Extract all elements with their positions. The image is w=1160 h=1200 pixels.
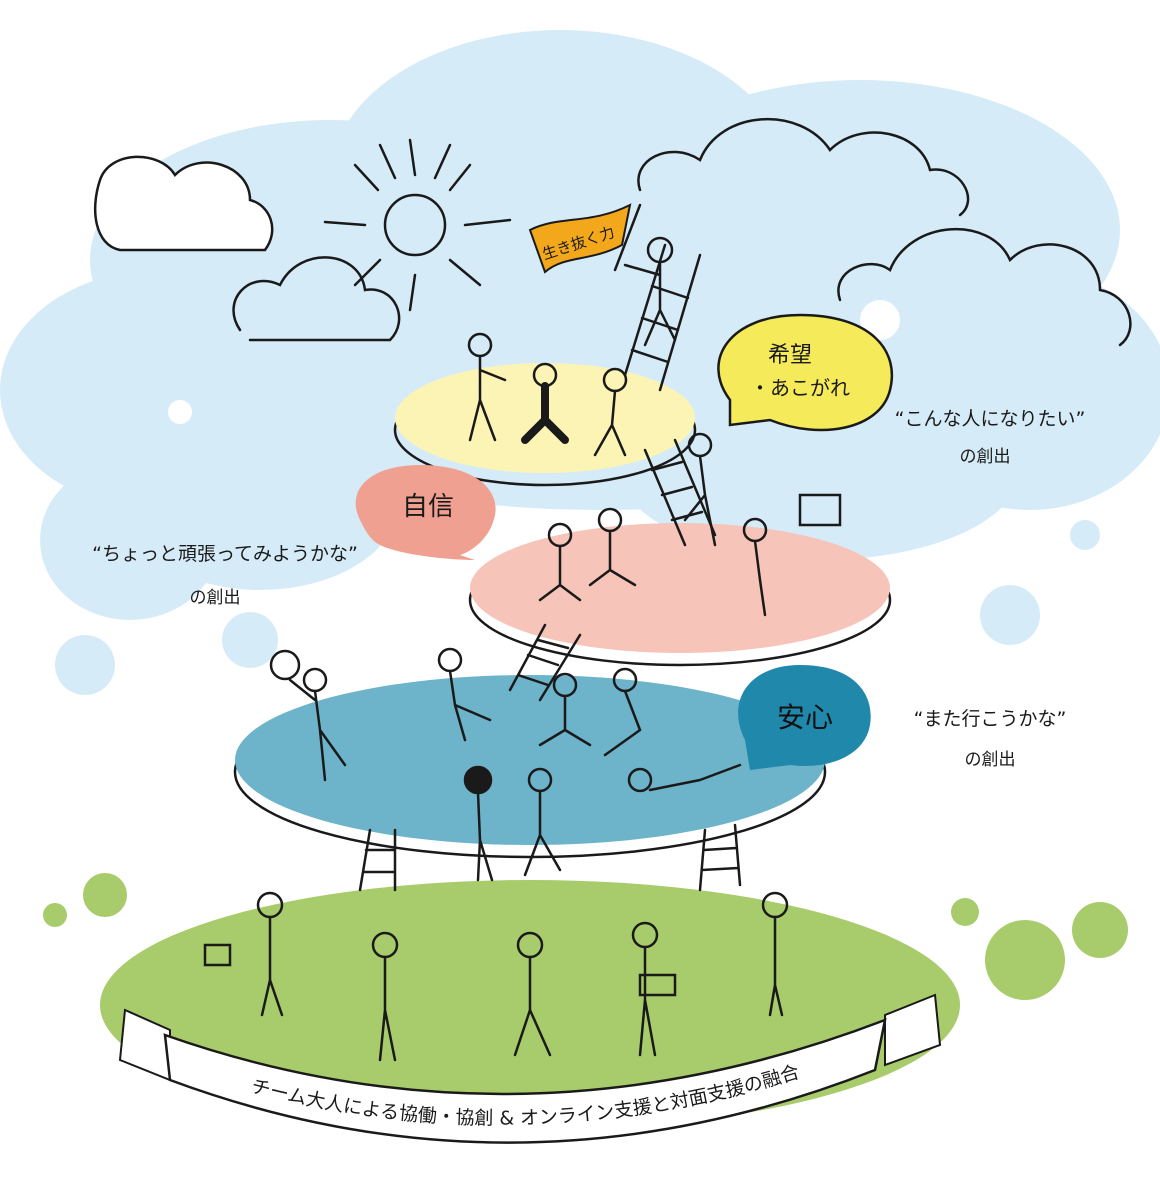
bubble-jishin-label: 自信 bbox=[402, 492, 454, 522]
person bbox=[683, 432, 717, 547]
cloud-left bbox=[93, 155, 401, 342]
bubble-kibou-label: 希望 bbox=[768, 343, 812, 368]
bubble-jishin: 自信 bbox=[355, 465, 496, 560]
person bbox=[623, 236, 677, 347]
bubble-kibou: 希望 ・あこがれ bbox=[717, 313, 894, 432]
flag: 生き抜く力 bbox=[528, 203, 642, 274]
ladders bbox=[358, 243, 742, 892]
person bbox=[538, 522, 582, 602]
person bbox=[603, 667, 642, 757]
person bbox=[761, 891, 789, 1017]
sun-icon bbox=[323, 138, 512, 312]
person bbox=[627, 763, 742, 793]
person bbox=[742, 517, 768, 617]
person bbox=[521, 362, 569, 444]
person bbox=[203, 891, 284, 1017]
platform-anshin bbox=[233, 675, 827, 859]
person bbox=[288, 667, 347, 782]
quote-kibou: “こんな人になりたい” bbox=[895, 408, 1086, 430]
bubble-kibou-label-2: ・あこがれ bbox=[750, 376, 850, 400]
person bbox=[437, 647, 492, 742]
person bbox=[588, 507, 637, 587]
sky-background bbox=[0, 30, 1160, 695]
person bbox=[523, 767, 562, 877]
quote-anshin: “また行こうかな” bbox=[914, 708, 1067, 730]
person bbox=[371, 931, 399, 1062]
quote-jishin: “ちょっと頑張ってみようかな” bbox=[92, 543, 358, 565]
bubble-anshin: 安心 bbox=[738, 665, 871, 770]
person bbox=[593, 367, 628, 457]
quote-jishin-sub: の創出 bbox=[190, 588, 241, 608]
person bbox=[631, 921, 677, 1057]
quote-anshin-sub: の創出 bbox=[965, 750, 1016, 770]
green-dots bbox=[43, 873, 1128, 1000]
bubble-anshin-label: 安心 bbox=[777, 701, 833, 734]
person bbox=[467, 332, 507, 442]
quote-kibou-sub: の創出 bbox=[960, 447, 1011, 467]
platform-jishin bbox=[468, 523, 892, 667]
person bbox=[538, 672, 592, 747]
person bbox=[513, 931, 552, 1057]
cloud-right bbox=[637, 118, 1132, 347]
person bbox=[463, 765, 494, 882]
people bbox=[203, 236, 842, 1062]
